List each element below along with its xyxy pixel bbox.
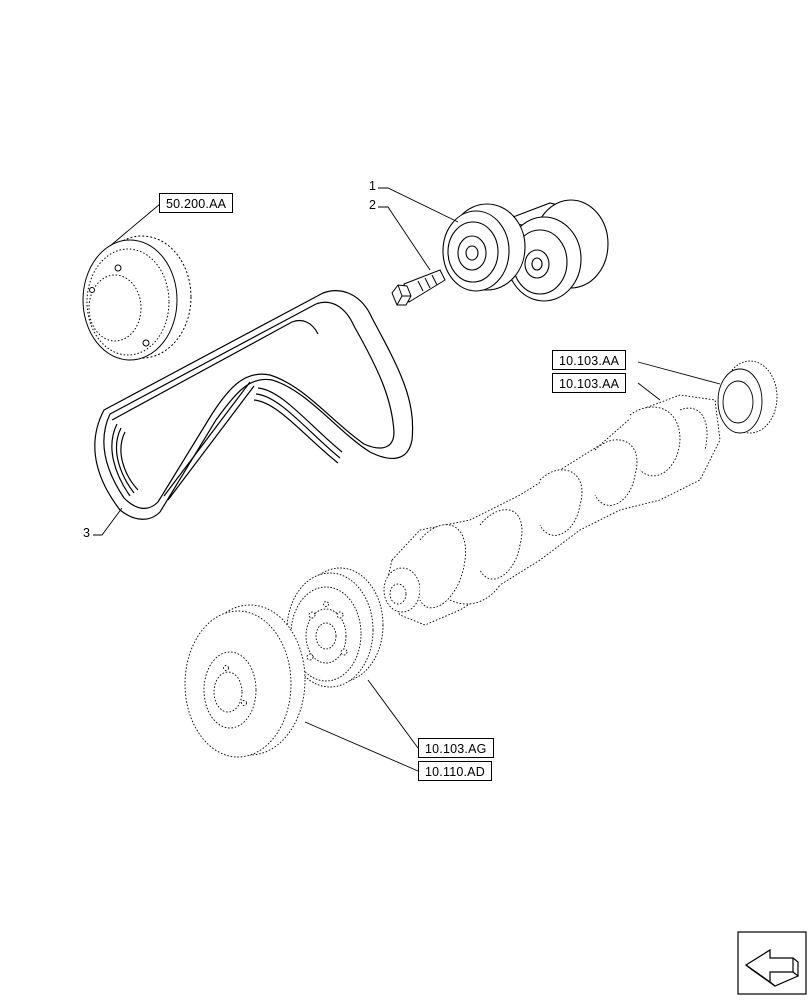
reference-link-10-110-ad[interactable]: 10.110.AD [418,761,492,781]
callout-2: 2 [369,198,376,212]
crankshaft [383,394,721,626]
ac-compressor-pulley [82,235,192,361]
previous-page-arrow-icon [737,931,807,995]
leader-lines [93,187,721,772]
crankshaft-gear [717,360,778,434]
reference-link-10-103-aa-gear[interactable]: 10.103.AA [552,350,627,370]
poly-v-belt [94,290,414,520]
bolt [391,269,446,306]
callout-3: 3 [83,526,90,540]
reference-link-10-103-ag[interactable]: 10.103.AG [418,738,494,758]
vibration-damper [184,604,306,758]
previous-page-button[interactable] [738,932,806,994]
callout-1: 1 [369,179,376,193]
tensioner-assembly [442,199,609,302]
crankshaft-pulley [286,567,384,688]
reference-link-10-103-aa-crankshaft[interactable]: 10.103.AA [552,373,627,393]
reference-link-50-200-aa[interactable]: 50.200.AA [159,193,234,213]
